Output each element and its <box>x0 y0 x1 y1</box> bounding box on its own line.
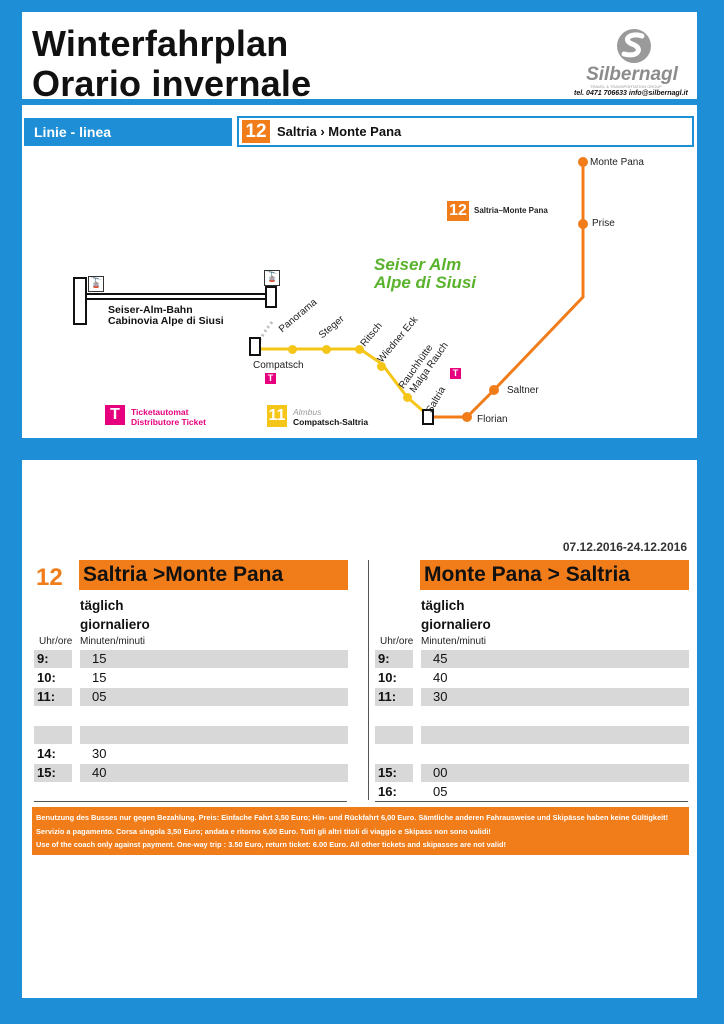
stop-label-monte-pana: Monte Pana <box>590 157 644 168</box>
stop-dot-steger <box>322 345 331 354</box>
stop-label-saltner: Saltner <box>507 385 539 396</box>
departure-minutes: 15 <box>80 650 348 668</box>
cablecar-label-de: Seiser-Alm-Bahn <box>108 304 193 316</box>
region-name-it: Alpe di Siusi <box>374 273 477 292</box>
region-name: Seiser Alm Alpe di Siusi <box>374 256 476 292</box>
timetable-panel: 07.12.2016-24.12.2016 12 Saltria >Monte … <box>22 460 697 998</box>
departure-hour: 9: <box>34 650 72 668</box>
direction-title-outbound: Saltria >Monte Pana <box>79 560 348 590</box>
departure-hour: 16: <box>378 784 397 799</box>
cablecar-label-it: Cabinovia Alpe di Siusi <box>108 315 224 327</box>
table-bottom-rule <box>34 801 347 802</box>
stop-label-compatsch: Compatsch <box>253 360 304 371</box>
daily-it: giornaliero <box>421 617 491 632</box>
fare-notice-it: Servizio a pagamento. Corsa singola 3,50… <box>36 826 491 836</box>
departure-minutes: 30 <box>92 746 107 761</box>
direction-divider <box>368 560 369 800</box>
stop-dot-wiedner-eck <box>377 362 386 371</box>
validity-dates: 07.12.2016-24.12.2016 <box>562 540 687 554</box>
service-days-outbound: täglich giornaliero <box>80 596 150 634</box>
brand-name: Silbernagl <box>586 64 678 85</box>
departure-minutes: 00 <box>421 764 689 782</box>
daily-de: täglich <box>80 598 124 613</box>
departure-hour: 14: <box>37 746 56 761</box>
stop-dot-florian <box>462 412 472 422</box>
departure-hour <box>375 726 413 744</box>
ticket-legend-it: Distributore Ticket <box>131 417 206 427</box>
gondola-icon: 🚡 <box>88 276 104 292</box>
silbernagl-logo: Silbernagl TRAVEL & TRANSPORTATION GROUP <box>572 26 692 98</box>
line-number-badge: 12 <box>242 120 270 143</box>
fare-notice-en: Use of the coach only against payment. O… <box>36 840 506 849</box>
departure-hour: 10: <box>378 670 397 685</box>
cablecar-label: Seiser-Alm-Bahn Cabinovia Alpe di Siusi <box>108 305 224 327</box>
line12-map-label: Saltria–Monte Pana <box>474 206 548 215</box>
fare-notice-de: Benutzung des Busses nur gegen Bezahlung… <box>36 813 669 822</box>
departure-minutes: 15 <box>92 670 107 685</box>
hour-column-header: Uhr/ore <box>380 636 414 647</box>
brand-tagline: TRAVEL & TRANSPORTATION GROUP <box>590 84 662 89</box>
table-bottom-rule <box>375 801 688 802</box>
departure-hour: 11: <box>34 688 72 706</box>
timetable-line-number: 12 <box>36 564 63 591</box>
stop-label-prise: Prise <box>592 218 615 229</box>
route-box: 12 Saltria › Monte Pana <box>237 116 694 147</box>
departure-minutes: 40 <box>433 670 448 685</box>
fare-notice: Benutzung des Busses nur gegen Bezahlung… <box>32 807 689 855</box>
departure-minutes <box>421 726 689 744</box>
stop-label-florian: Florian <box>477 414 508 425</box>
header-divider <box>22 99 697 105</box>
departure-minutes: 40 <box>80 764 348 782</box>
departure-minutes: 05 <box>80 688 348 706</box>
almbus-legend-route: Compatsch-Saltria <box>293 417 369 427</box>
minute-column-header: Minuten/minuti <box>421 636 487 647</box>
ticket-legend-label: Ticketautomat Distributore Ticket <box>131 407 206 427</box>
service-days-return: täglich giornaliero <box>421 596 491 634</box>
direction-title-return: Monte Pana > Saltria <box>420 560 689 590</box>
departure-hour: 11: <box>375 688 413 706</box>
departure-hour: 15: <box>34 764 72 782</box>
minute-column-header: Minuten/minuti <box>80 636 146 647</box>
departure-hour: 9: <box>375 650 413 668</box>
almbus-legend-name: Almbus <box>293 407 322 417</box>
ticket-legend-de: Ticketautomat <box>131 407 189 417</box>
line-label-box: Linie - linea <box>24 118 232 146</box>
line12-map-badge: 12 <box>447 201 469 221</box>
almbus-legend-badge: 11 <box>267 405 287 427</box>
departure-hour <box>34 726 72 744</box>
title-german: Winterfahrplan <box>32 23 289 64</box>
stop-dot-rauchhuette <box>403 393 412 402</box>
region-name-de: Seiser Alm <box>374 255 462 274</box>
stop-dot-saltner <box>489 385 499 395</box>
departure-minutes: 30 <box>421 688 689 706</box>
departure-minutes <box>80 726 348 744</box>
title-italian: Orario invernale <box>32 63 312 104</box>
departure-hour: 15: <box>375 764 413 782</box>
gondola-icon: 🚡 <box>264 270 280 286</box>
ticket-machine-icon: T <box>265 373 276 384</box>
almbus-legend-label: Almbus Compatsch-Saltria <box>293 407 368 427</box>
daily-it: giornaliero <box>80 617 150 632</box>
daily-de: täglich <box>421 598 465 613</box>
route-map-panel: Winterfahrplan Orario invernale Silberna… <box>22 12 697 438</box>
departure-hour: 10: <box>37 670 56 685</box>
route-name: Saltria › Monte Pana <box>277 124 402 139</box>
stop-dot-monte-pana <box>578 157 588 167</box>
stop-dot-panorama <box>288 345 297 354</box>
contact-info: tel. 0471 706633 info@silbernagl.it <box>574 90 688 97</box>
stop-dot-ritsch <box>355 345 364 354</box>
hour-column-header: Uhr/ore <box>39 636 73 647</box>
stop-dot-prise <box>578 219 588 229</box>
ticket-machine-icon: T <box>450 368 461 379</box>
ticket-legend-icon: T <box>105 405 125 425</box>
logo-s-icon <box>617 29 651 63</box>
departure-minutes: 45 <box>421 650 689 668</box>
departure-minutes: 05 <box>433 784 448 799</box>
